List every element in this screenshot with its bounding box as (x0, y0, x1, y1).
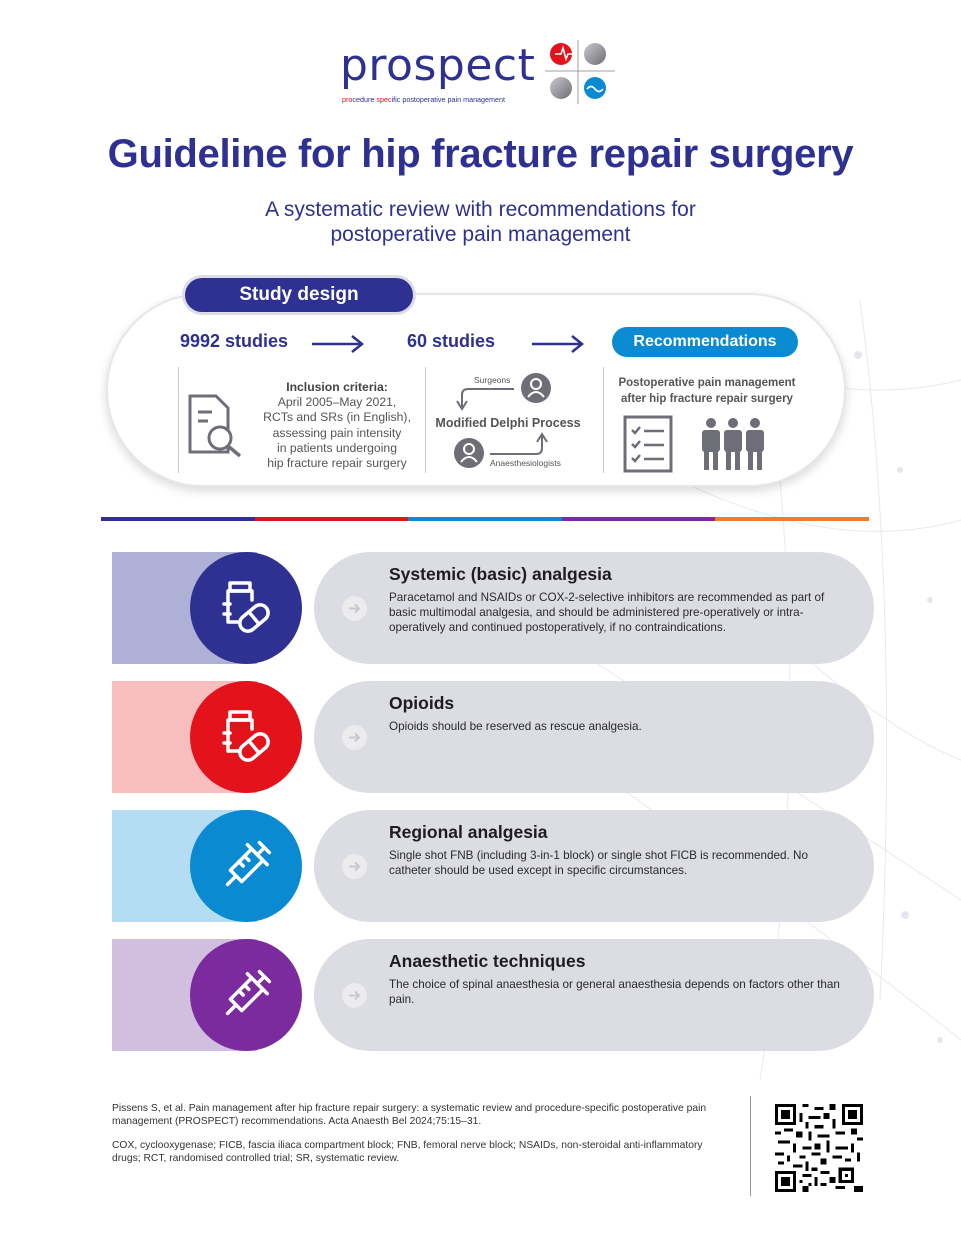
row-icon-circle (190, 552, 302, 664)
arrow-right-icon (312, 335, 365, 353)
syringe-icon (225, 840, 272, 887)
abbreviations: COX, cyclooxygenase; FICB, fascia iliaca… (112, 1140, 703, 1164)
divider (425, 367, 426, 473)
recommendation-row-opioids: Opioids Opioids should be reserved as re… (112, 681, 874, 793)
recommendation-description: Postoperative pain management after hip … (618, 377, 796, 405)
row-content-pill (314, 810, 874, 922)
rule-segment (408, 517, 562, 521)
row-text: The choice of spinal anaesthesia or gene… (389, 978, 840, 1006)
row-text: Opioids should be reserved as rescue ana… (389, 720, 642, 733)
step-9992-studies: 9992 studies (180, 331, 289, 351)
footer-divider (750, 1096, 751, 1196)
logo-wordmark: prospect (340, 40, 536, 91)
row-text: Paracetamol and NSAIDs or COX-2-selectiv… (389, 591, 825, 634)
delphi-process-label: Modified Delphi Process (435, 416, 581, 430)
row-icon-circle (190, 810, 302, 922)
step-60-studies: 60 studies (407, 331, 496, 351)
row-heading: Anaesthetic techniques (389, 951, 586, 971)
prospect-logo: prospect procedure specific postoperativ… (340, 40, 620, 110)
color-divider-rule (101, 517, 869, 521)
recommendation-row-systemic: Systemic (basic) analgesia Paracetamol a… (112, 552, 874, 664)
recommendation-row-regional: Regional analgesia Single shot FNB (incl… (112, 810, 874, 922)
syringe-icon (225, 969, 272, 1016)
surgeons-label: Surgeons (474, 375, 511, 385)
row-heading: Opioids (389, 693, 455, 713)
rule-segment (561, 517, 716, 521)
reference-citation: Pissens S, et al. Pain management after … (112, 1103, 707, 1127)
pill-bottle-icon (222, 710, 270, 762)
person-icon (454, 438, 484, 468)
row-heading: Regional analgesia (389, 822, 548, 842)
recommendations-pill: Recommendations (612, 327, 798, 357)
row-content-pill (314, 681, 874, 793)
row-icon-circle (190, 939, 302, 1051)
page-subtitle: A systematic review with recommendations… (265, 198, 696, 246)
curved-arrow-left-icon (456, 388, 514, 411)
arrow-right-circle-icon (342, 725, 367, 750)
row-icon-circle (190, 681, 302, 793)
pill-bottle-icon (222, 581, 270, 633)
document-search-icon (188, 394, 242, 458)
rule-segment (715, 517, 869, 521)
row-content-pill (314, 552, 874, 664)
recommendation-row-anaesthetic: Anaesthetic techniques The choice of spi… (112, 939, 874, 1051)
rule-segment (101, 517, 255, 521)
checklist-icon (623, 415, 673, 473)
anaesthesiologists-label: Anaesthesiologists (490, 458, 561, 468)
logo-tagline: procedure specific postoperative pain ma… (342, 95, 506, 104)
person-icon (521, 373, 551, 403)
page-title: Guideline for hip fracture repair surger… (107, 132, 854, 176)
arrow-right-circle-icon (342, 596, 367, 621)
rule-segment (254, 517, 409, 521)
study-design-tab: Study design (185, 278, 413, 312)
row-heading: Systemic (basic) analgesia (389, 564, 612, 584)
curved-arrow-up-icon (490, 432, 548, 455)
row-content-pill (314, 939, 874, 1051)
inclusion-criteria: Inclusion criteria: April 2005–May 2021,… (263, 380, 411, 471)
patients-group-icon (702, 418, 764, 470)
qr-code-icon[interactable] (775, 1104, 863, 1192)
divider (178, 367, 179, 473)
divider (603, 367, 604, 473)
arrow-right-icon (532, 335, 585, 353)
arrow-right-circle-icon (342, 983, 367, 1008)
row-text: Single shot FNB (including 3-in-1 block)… (389, 849, 808, 877)
logo-four-circles-icon (545, 40, 615, 104)
arrow-right-circle-icon (342, 854, 367, 879)
